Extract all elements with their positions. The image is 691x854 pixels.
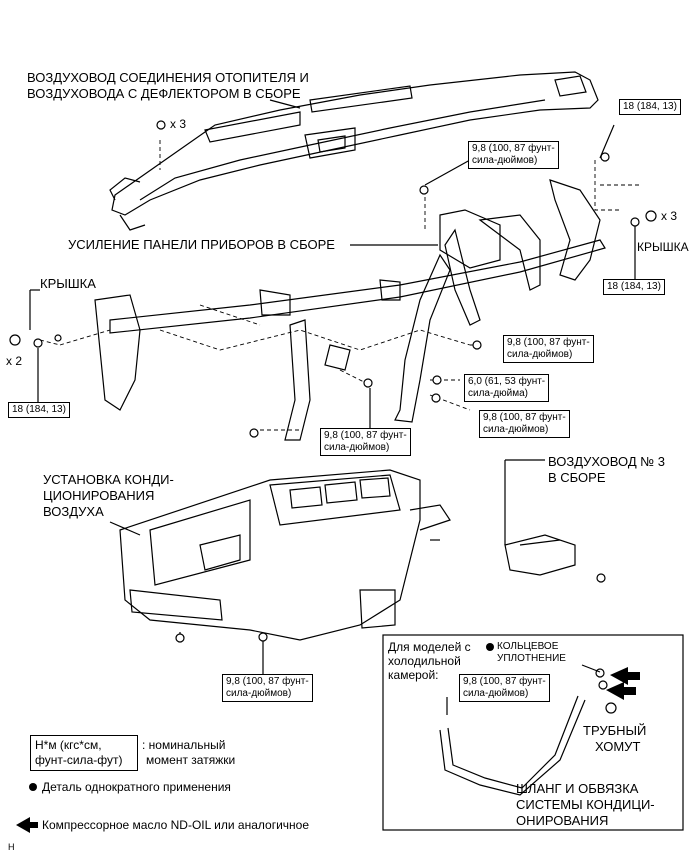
- cover-right-label: КРЫШКА: [637, 240, 689, 254]
- x3-right: x 3: [661, 209, 678, 223]
- legend-arrow-icon: [16, 817, 38, 833]
- ac-unit-label-3: ВОЗДУХА: [43, 504, 104, 519]
- oring-label-2: УПЛОТНЕНИЕ: [497, 653, 566, 664]
- torque-98-b: 9,8 (100, 87 фунт-сила-дюймов): [503, 335, 594, 363]
- torque-18-left: 18 (184, 13): [8, 402, 70, 418]
- torque-98-c: 9,8 (100, 87 фунт-сила-дюймов): [479, 410, 570, 438]
- heater-duct-assembly: [109, 71, 599, 231]
- legend-dot: [29, 783, 37, 791]
- legend-unit-box: Н*м (кгс*см,фунт-сила-фут): [30, 735, 138, 771]
- duct3-label-1: ВОЗДУХОВОД № 3: [548, 454, 666, 469]
- torque-60: 6,0 (61, 53 фунт-сила-дюйма): [464, 374, 550, 402]
- duct3-label-2: В СБОРЕ: [548, 470, 606, 485]
- duct-label-1: ВОЗДУХОВОД СОЕДИНЕНИЯ ОТОПИТЕЛЯ И: [27, 70, 309, 85]
- torque-98-f: 9,8 (100, 87 фунт-сила-дюймов): [459, 674, 550, 702]
- torque-18-top: 18 (184, 13): [619, 99, 681, 115]
- legend-single-use: Деталь однократного применения: [42, 780, 231, 794]
- ac-unit-label-2: ЦИОНИРОВАНИЯ: [43, 488, 155, 503]
- cold-label-3: камерой:: [388, 668, 439, 682]
- torque-98-a: 9,8 (100, 87 фунт-сила-дюймов): [468, 141, 559, 169]
- oring-label-1: КОЛЬЦЕВОЕ: [497, 641, 559, 652]
- x2-left: x 2: [6, 354, 23, 368]
- reinforcement-label: УСИЛЕНИЕ ПАНЕЛИ ПРИБОРОВ В СБОРЕ: [68, 237, 335, 252]
- hose-label-3: ОНИРОВАНИЯ: [516, 813, 609, 828]
- air-conditioning-unit: [119, 469, 451, 641]
- torque-98-e: 9,8 (100, 87 фунт-сила-дюймов): [222, 674, 313, 702]
- single-use-dot: [486, 643, 494, 651]
- ac-hose: [439, 668, 617, 796]
- oil-arrow-2: [606, 682, 636, 700]
- cover-left-label: КРЫШКА: [40, 276, 96, 291]
- cold-label-2: холодильной: [388, 654, 461, 668]
- legend-unit-desc-1: : номинальный: [142, 738, 226, 752]
- bolts: [9, 120, 657, 643]
- ac-unit-label-1: УСТАНОВКА КОНДИ-: [43, 472, 174, 487]
- hose-label-1: ШЛАНГ И ОБВЯЗКА: [516, 781, 639, 796]
- x3-top: x 3: [170, 117, 187, 131]
- hose-label-2: СИСТЕМЫ КОНДИЦИ-: [516, 797, 655, 812]
- cold-room-box: [382, 634, 684, 831]
- h-mark: H: [8, 842, 15, 852]
- duct-no3: [504, 459, 606, 583]
- cold-label-1: Для моделей с: [388, 640, 471, 654]
- legend-unit-desc-2: момент затяжки: [146, 753, 236, 767]
- legend-oil: Компрессорное масло ND-OIL или аналогичн…: [42, 818, 310, 832]
- clamp-label-1: ТРУБНЫЙ: [583, 723, 647, 738]
- torque-98-d: 9,8 (100, 87 фунт-сила-дюймов): [320, 428, 411, 456]
- torque-18-right: 18 (184, 13): [603, 279, 665, 295]
- instrument-panel-reinforcement: [94, 179, 606, 441]
- clamp-label-2: ХОМУТ: [595, 739, 641, 754]
- duct-label-2: ВОЗДУХОВОДА С ДЕФЛЕКТОРОМ В СБОРЕ: [27, 86, 301, 101]
- oil-arrow-1: [610, 667, 640, 685]
